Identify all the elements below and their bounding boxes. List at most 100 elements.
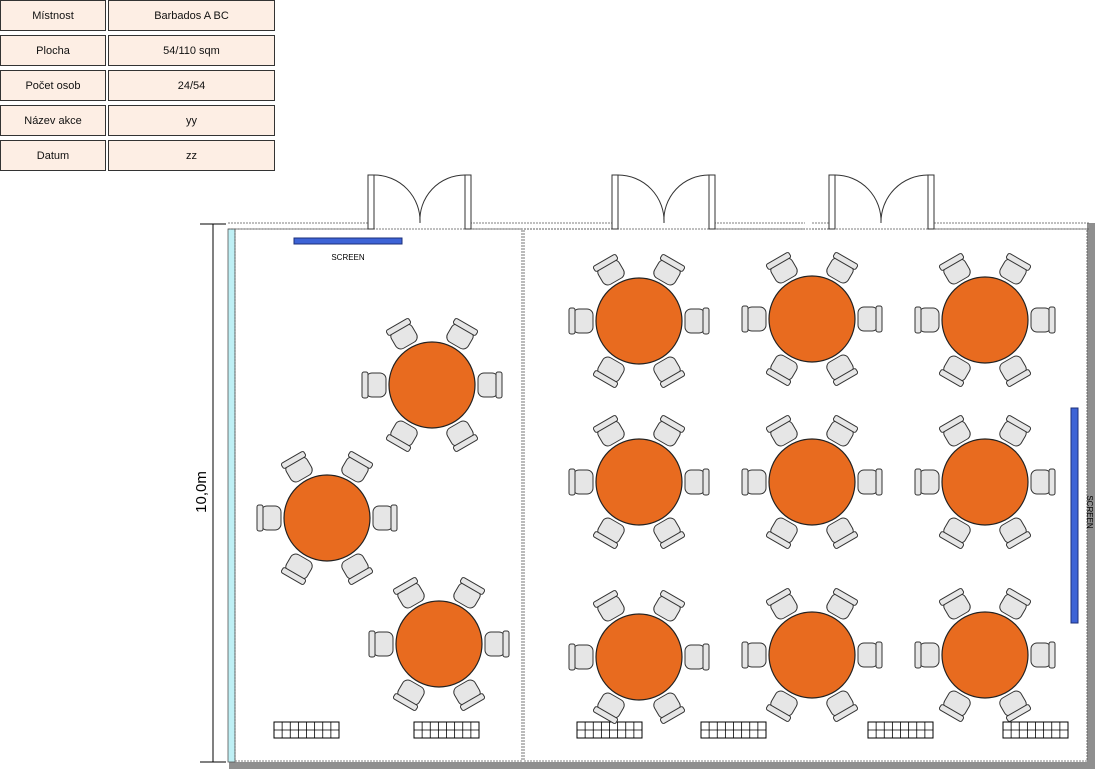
chair xyxy=(938,517,971,549)
round-table-setup xyxy=(568,415,710,549)
info-row-event-name: Název akce yy xyxy=(0,105,276,138)
chair xyxy=(826,690,859,722)
chair xyxy=(1030,306,1056,334)
round-table xyxy=(941,276,1029,364)
right-wall xyxy=(1087,223,1095,769)
round-table xyxy=(388,341,476,429)
round-table-setup xyxy=(568,590,710,724)
chair xyxy=(938,253,971,285)
chair xyxy=(280,451,313,483)
top-wall xyxy=(228,222,1090,230)
chair xyxy=(914,306,940,334)
round-table-setup xyxy=(361,318,503,452)
chair xyxy=(999,253,1032,285)
round-table-setup xyxy=(914,588,1056,722)
chair xyxy=(684,468,710,496)
chair xyxy=(568,468,594,496)
round-table xyxy=(283,474,371,562)
screen-top xyxy=(293,237,403,245)
chair xyxy=(446,420,479,452)
chair xyxy=(568,643,594,671)
chair xyxy=(568,307,594,335)
chair xyxy=(1030,468,1056,496)
round-table xyxy=(941,438,1029,526)
chair xyxy=(361,371,387,399)
info-label: Počet osob xyxy=(0,70,106,101)
radiator xyxy=(273,721,340,739)
chair xyxy=(826,517,859,549)
round-table-setup xyxy=(914,253,1056,387)
chair xyxy=(938,588,971,620)
chair xyxy=(1030,641,1056,669)
room-bc-outline xyxy=(523,228,1088,762)
round-table-setup xyxy=(741,415,883,549)
chair xyxy=(453,577,486,609)
chair xyxy=(684,643,710,671)
glass-wall xyxy=(227,228,236,763)
radiator xyxy=(413,721,480,739)
chair xyxy=(999,588,1032,620)
chair xyxy=(385,318,418,350)
info-value: 54/110 sqm xyxy=(108,35,275,66)
radiator xyxy=(1002,721,1069,739)
round-table-setup xyxy=(256,451,398,585)
chair xyxy=(741,468,767,496)
info-row-persons: Počet osob 24/54 xyxy=(0,70,276,103)
dimension-marker xyxy=(200,223,226,763)
info-label: Název akce xyxy=(0,105,106,136)
chair xyxy=(392,679,425,711)
chair xyxy=(592,590,625,622)
chair xyxy=(592,517,625,549)
chair xyxy=(765,690,798,722)
chair xyxy=(914,641,940,669)
chair xyxy=(446,318,479,350)
chair xyxy=(741,305,767,333)
round-table xyxy=(595,613,683,701)
radiator xyxy=(867,721,934,739)
chair xyxy=(453,679,486,711)
chair xyxy=(684,307,710,335)
screen-side xyxy=(1070,407,1079,624)
chair xyxy=(999,690,1032,722)
radiators xyxy=(273,721,1069,739)
radiator xyxy=(700,721,767,739)
room-a-outline xyxy=(234,228,523,762)
chair xyxy=(256,504,282,532)
round-table xyxy=(768,438,856,526)
chair xyxy=(857,305,883,333)
chair xyxy=(765,588,798,620)
info-label: Místnost xyxy=(0,0,106,31)
chair xyxy=(592,356,625,388)
round-table-setup xyxy=(368,577,510,711)
chair xyxy=(385,420,418,452)
info-row-area: Plocha 54/110 sqm xyxy=(0,35,276,68)
round-table xyxy=(595,277,683,365)
chair xyxy=(826,588,859,620)
chair xyxy=(999,355,1032,387)
bottom-wall xyxy=(229,762,1095,769)
round-table xyxy=(941,611,1029,699)
chair xyxy=(280,553,313,585)
round-table-setup xyxy=(914,415,1056,549)
chair xyxy=(938,415,971,447)
chair xyxy=(826,354,859,386)
chair xyxy=(857,641,883,669)
info-row-date: Datum zz xyxy=(0,140,276,173)
round-table-setup xyxy=(741,252,883,386)
chair xyxy=(765,354,798,386)
screen-label-top: SCREEN xyxy=(331,253,365,262)
chair xyxy=(341,553,374,585)
info-row-room: Místnost Barbados A BC xyxy=(0,0,276,33)
chair xyxy=(938,355,971,387)
chair xyxy=(914,468,940,496)
screen-label-side: SCREEN xyxy=(1085,495,1094,529)
chair xyxy=(826,415,859,447)
chair xyxy=(484,630,510,658)
chair xyxy=(592,692,625,724)
info-value: zz xyxy=(108,140,275,171)
chair xyxy=(653,692,686,724)
chair xyxy=(368,630,394,658)
chair xyxy=(653,517,686,549)
chair xyxy=(999,517,1032,549)
